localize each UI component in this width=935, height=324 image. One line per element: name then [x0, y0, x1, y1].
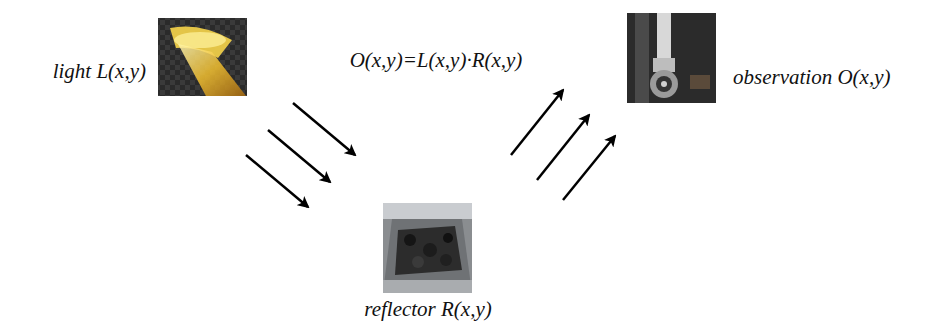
camera-image — [627, 13, 716, 103]
observation-label: observation O(x,y) — [733, 65, 890, 90]
reflector-image — [383, 203, 472, 293]
light-image — [158, 18, 247, 96]
outgoing-arrows — [511, 90, 615, 200]
incoming-arrows — [246, 103, 355, 207]
reflector-label: reflector R(x,y) — [364, 297, 492, 322]
light-label: light L(x,y) — [53, 59, 146, 84]
formula-label: O(x,y)=L(x,y)·R(x,y) — [350, 48, 523, 73]
